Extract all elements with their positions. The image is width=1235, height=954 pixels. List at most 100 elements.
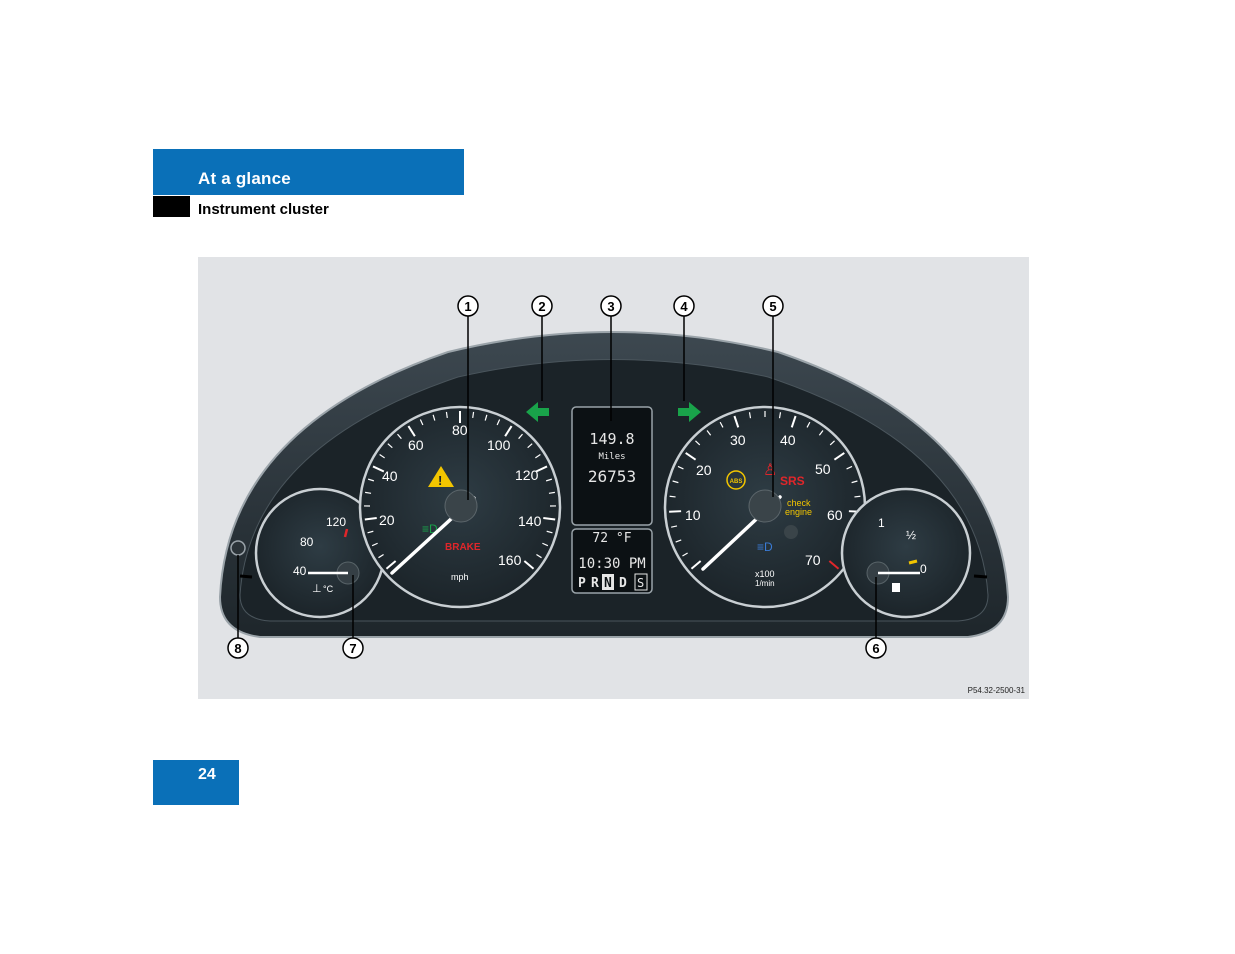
dial-tick — [543, 516, 556, 521]
dial-tick — [385, 560, 397, 570]
callout-2: 2 — [531, 295, 553, 317]
dial-tick — [685, 452, 697, 461]
transmission-mode: S — [637, 576, 644, 590]
dial-tick — [695, 440, 701, 446]
svg-text:2: 2 — [538, 299, 545, 314]
fuel-gauge: 1 ½ 0 — [840, 487, 972, 619]
tach-label-10: 10 — [685, 507, 701, 523]
fuel-reserve-mark — [908, 559, 918, 565]
tach-unit-x100: x100 — [755, 569, 775, 579]
coolant-label-120: 120 — [326, 515, 346, 529]
dial-tick — [548, 491, 555, 494]
clock-time: 10:30 PM — [578, 556, 645, 572]
subsection-title: Instrument cluster — [198, 201, 329, 218]
abs-warning-icon — [726, 470, 746, 490]
callout-5: 5 — [762, 295, 784, 317]
srs-warning-label: SRS — [780, 474, 805, 488]
dial-tick — [535, 465, 548, 473]
tach-label-70: 70 — [805, 552, 821, 568]
dial-tick — [828, 560, 840, 570]
instrument-cluster-figure: 40 80 120 °C ⊥ 20 40 60 80 100 120 140 1… — [198, 257, 1029, 699]
selected-gear-highlight — [602, 574, 614, 590]
dial-tick — [682, 552, 688, 557]
dial-tick — [790, 415, 797, 428]
dial-tick — [536, 554, 542, 559]
dial-tick — [518, 433, 523, 440]
coolant-label-40: 40 — [293, 564, 307, 578]
dial-tick — [472, 411, 475, 418]
fuel-label-full: 1 — [878, 516, 885, 530]
dial-tick — [367, 478, 375, 482]
dial-tick — [706, 430, 712, 436]
figure-reference: P54.32-2500-31 — [967, 686, 1025, 695]
dial-tick — [364, 516, 377, 521]
instrument-cluster-illustration: 40 80 120 °C ⊥ 20 40 60 80 100 120 140 1… — [218, 295, 1010, 659]
dial-tick — [690, 560, 702, 570]
instrument-lighting-knob — [230, 540, 246, 556]
dial-tick — [671, 525, 678, 528]
tachometer: 10 20 30 40 50 60 70 x100 1/min ABS ♙ SR… — [663, 405, 867, 609]
right-turn-signal-icon — [678, 402, 701, 422]
svg-text:1: 1 — [464, 299, 471, 314]
mode-box — [634, 573, 648, 591]
multifunction-display: 149.8 Miles 26753 72 °F 10:30 PM P R N D… — [571, 406, 653, 594]
headlamp-indicator-icon: ≡D — [757, 540, 773, 554]
dial-tick — [675, 539, 682, 543]
speedometer: 20 40 60 80 100 120 140 160 mph BRAKE ! … — [358, 405, 562, 609]
dial-tick — [484, 414, 488, 421]
callout-6: 6 — [865, 637, 887, 659]
dial-tick — [748, 412, 752, 419]
coolant-gauge: 40 80 120 °C ⊥ — [254, 487, 386, 619]
dial-tick — [523, 560, 535, 570]
thermometer-icon: ⊥ — [312, 583, 322, 595]
dial-tick — [419, 419, 424, 426]
page-number-box: 24 — [153, 760, 239, 805]
check-engine-line1: check — [787, 498, 811, 508]
svg-text:!: ! — [438, 473, 442, 488]
dial-tick — [432, 414, 436, 421]
dial-tick — [365, 491, 372, 494]
brake-warning-label: BRAKE — [445, 542, 481, 553]
subsection-marker — [153, 196, 190, 217]
dial-tick — [445, 411, 448, 418]
trip-meter-value: 149.8 — [589, 430, 634, 448]
coolant-label-80: 80 — [300, 535, 314, 549]
dial-tick — [379, 454, 385, 459]
tach-label-60: 60 — [827, 507, 843, 523]
callout-7: 7 — [342, 637, 364, 659]
dial-tick — [818, 430, 824, 436]
speed-label-20: 20 — [379, 512, 395, 528]
tach-label-50: 50 — [815, 461, 831, 477]
svg-text:4: 4 — [680, 299, 688, 314]
dial-tick — [545, 478, 553, 482]
section-title: At a glance — [198, 169, 291, 188]
dial-tick — [833, 452, 845, 461]
dial-tick — [367, 530, 374, 534]
tach-label-40: 40 — [780, 432, 796, 448]
svg-text:7: 7 — [349, 641, 356, 656]
speed-label-120: 120 — [515, 467, 539, 483]
dial-tick — [854, 495, 861, 498]
dial-tick — [496, 419, 501, 426]
callout-1: 1 — [457, 295, 479, 317]
speed-unit: mph — [451, 572, 469, 582]
dial-tick — [397, 433, 402, 440]
coolant-unit: °C — [323, 584, 334, 594]
dial-tick — [542, 542, 549, 547]
svg-text:6: 6 — [872, 641, 879, 656]
dial-tick — [669, 510, 682, 513]
left-turn-signal-icon — [526, 402, 549, 422]
speed-label-140: 140 — [518, 513, 542, 529]
outside-temperature: 72 °F — [592, 531, 631, 546]
gear-r: R — [591, 576, 599, 591]
dial-tick — [851, 480, 858, 484]
speed-label-100: 100 — [487, 437, 511, 453]
dial-tick — [672, 480, 679, 484]
svg-text:3: 3 — [607, 299, 614, 314]
coolant-red-tick — [343, 528, 349, 538]
fuel-label-half: ½ — [906, 528, 916, 542]
dial-tick — [806, 421, 811, 428]
gear-n: N — [604, 576, 612, 591]
abs-label: ABS — [730, 479, 743, 485]
gear-d: D — [619, 576, 627, 591]
